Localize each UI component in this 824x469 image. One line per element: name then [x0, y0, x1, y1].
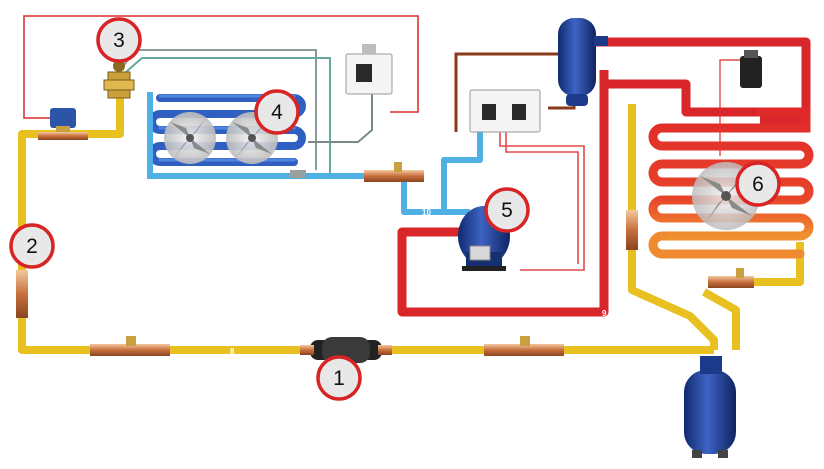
liquid-receiver: [684, 356, 736, 458]
callout-2: 2: [9, 223, 55, 269]
pipe-fittings: [16, 162, 754, 356]
expansion-valve: [103, 60, 135, 99]
callout-5: 5: [484, 187, 530, 233]
low-pressure-switch: [345, 44, 393, 95]
callout-4-number: 4: [271, 101, 283, 124]
callout-2-number: 2: [26, 235, 38, 258]
suction-from-evaporator: [296, 173, 470, 215]
oil-separator: [558, 18, 608, 106]
discharge-from-compressor: [397, 70, 609, 317]
liquid-line-receiver: [628, 104, 718, 350]
oil-return-line: [604, 79, 760, 117]
callout-4: 4: [254, 89, 300, 135]
solenoid-control-line: [23, 15, 419, 119]
solenoid-valve: [38, 108, 88, 140]
suction-sense: [441, 132, 483, 212]
suction-line-label: 10: [422, 208, 431, 217]
callout-1: 1: [316, 355, 362, 401]
dual-pressure-switch: [469, 89, 541, 133]
callout-3-number: 3: [113, 29, 125, 52]
discharge-line-label: 9: [602, 309, 607, 318]
capillary-line-green: [125, 57, 331, 176]
callout-5-number: 5: [501, 199, 513, 222]
hp-switch-line: [499, 132, 585, 271]
discharge-to-condenser: [594, 37, 811, 125]
liquid-line-label: 8: [230, 347, 235, 356]
condenser: [648, 107, 814, 259]
liquid-line-condenser-out: [702, 288, 740, 350]
suction-line: [296, 132, 483, 215]
callout-6-number: 6: [752, 173, 764, 196]
liquid-line-main: [18, 90, 714, 354]
callout-3: 3: [96, 17, 142, 63]
brown-line-to-separator: [454, 52, 560, 132]
pressostat-sense-line: [308, 92, 373, 143]
discharge-line: [397, 37, 811, 317]
callout-1-number: 1: [333, 367, 345, 390]
callout-6: 6: [735, 161, 781, 207]
hp-switch-line-2: [505, 132, 579, 264]
fan-speed-controller: [740, 50, 762, 88]
